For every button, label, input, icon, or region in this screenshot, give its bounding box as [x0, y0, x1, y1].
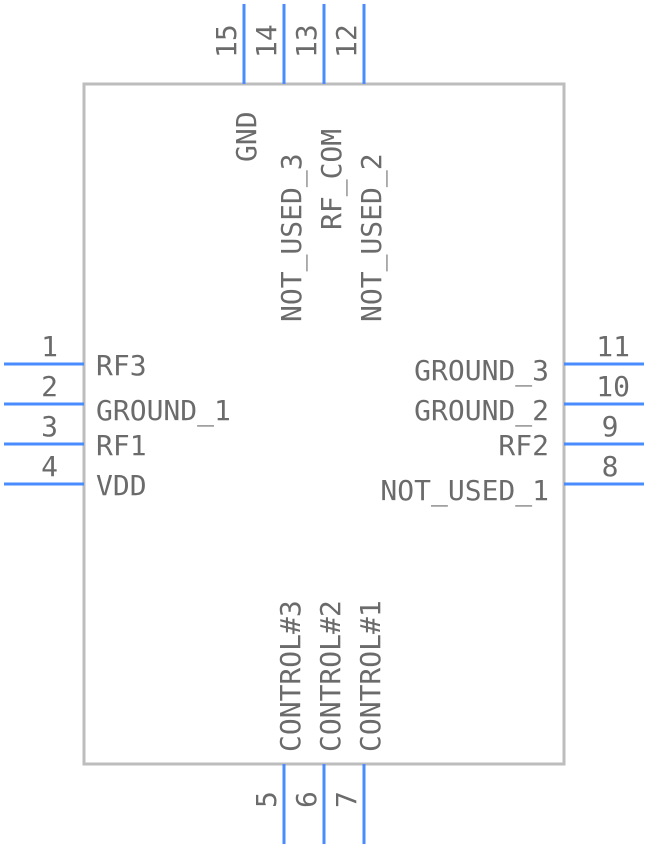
pin-number: 15 [210, 24, 243, 58]
pin-label: RF_COM [315, 129, 349, 230]
pin-label: GROUND_2 [414, 394, 549, 428]
pin-label: CONTROL#2 [314, 600, 347, 752]
top-pin-14: 14 NOT_USED_3 [250, 4, 309, 322]
pin-label: RF3 [96, 349, 147, 382]
pin-number: 10 [596, 370, 630, 403]
pin-label: RF2 [498, 429, 549, 462]
component-body [82, 82, 566, 766]
pin-label: CONTROL#3 [274, 600, 307, 752]
pin-number: 7 [330, 791, 363, 808]
pin-number: 2 [41, 370, 58, 403]
right-pin-10: 10 GROUND_2 [414, 370, 644, 428]
pin-number: 3 [41, 410, 58, 443]
pin-number: 6 [290, 791, 323, 808]
bottom-pin-6: 6 CONTROL#2 [290, 600, 347, 844]
bottom-pin-5: 5 CONTROL#3 [250, 600, 307, 844]
pin-number: 8 [602, 450, 619, 483]
top-pin-15: 15 GND [210, 4, 263, 162]
right-pin-8: 8 NOT_USED_1 [380, 450, 644, 508]
pin-number: 1 [41, 330, 58, 363]
pin-label: NOT_USED_1 [380, 474, 549, 508]
pin-number: 9 [602, 410, 619, 443]
pin-label: GROUND_3 [414, 354, 549, 388]
left-pin-1: 1 RF3 [4, 330, 147, 382]
pin-label: GROUND_1 [96, 394, 231, 428]
bottom-pin-7: 7 CONTROL#1 [330, 600, 387, 844]
left-pin-4: 4 VDD [4, 450, 147, 502]
pin-number: 5 [250, 791, 283, 808]
pin-label: VDD [96, 469, 147, 502]
pin-label: CONTROL#1 [354, 600, 387, 752]
left-pin-2: 2 GROUND_1 [4, 370, 231, 428]
pin-label: RF1 [96, 429, 147, 462]
left-pin-3: 3 RF1 [4, 410, 147, 462]
right-pin-11: 11 GROUND_3 [414, 330, 644, 388]
pin-label: NOT_USED_3 [275, 153, 309, 322]
pin-label: GND [230, 111, 263, 162]
pin-number: 4 [41, 450, 58, 483]
right-pin-9: 9 RF2 [498, 410, 644, 462]
pin-label: NOT_USED_2 [355, 153, 389, 322]
top-pin-13: 13 RF_COM [290, 4, 349, 230]
top-pin-12: 12 NOT_USED_2 [330, 4, 389, 322]
pin-number: 12 [330, 24, 363, 58]
pin-number: 13 [290, 24, 323, 58]
pin-number: 11 [596, 330, 630, 363]
pin-number: 14 [250, 24, 283, 58]
